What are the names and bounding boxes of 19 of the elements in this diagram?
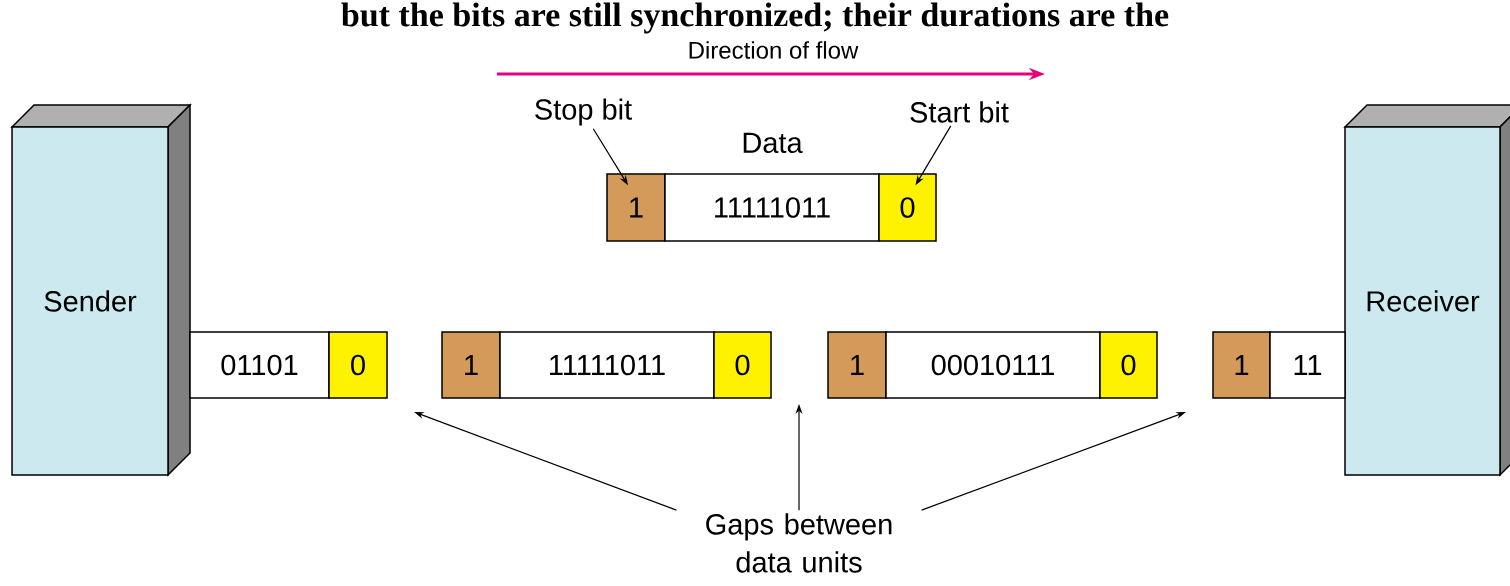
bit-cell: 00010111 xyxy=(885,331,1101,399)
bit-cell: 0 xyxy=(713,331,772,399)
heading: but the bits are still synchronized; their durations are the xyxy=(341,2,1169,34)
flow-label: Direction of flow xyxy=(689,41,859,59)
bit-cell: 0 xyxy=(328,331,388,399)
bit-cell: 1 xyxy=(606,173,666,242)
bit-cell: 0 xyxy=(878,173,937,242)
bit-cell: 1 xyxy=(827,331,887,399)
callout-label: Gaps between data units xyxy=(706,513,892,573)
field-label: Data xyxy=(743,132,803,154)
bit-cell: 11111011 xyxy=(499,331,715,399)
bit-cell: 0 xyxy=(1099,331,1158,399)
bit-cell: 1 xyxy=(441,331,501,399)
bit-cell: 11111011 xyxy=(664,173,880,242)
callout-label: Stop bit xyxy=(535,98,632,126)
bit-cell: 01101 xyxy=(189,331,330,399)
callout-label: Start bit xyxy=(910,101,1009,123)
bit-cell: 1 xyxy=(1212,331,1271,399)
bit-cell: 11 xyxy=(1269,331,1346,399)
